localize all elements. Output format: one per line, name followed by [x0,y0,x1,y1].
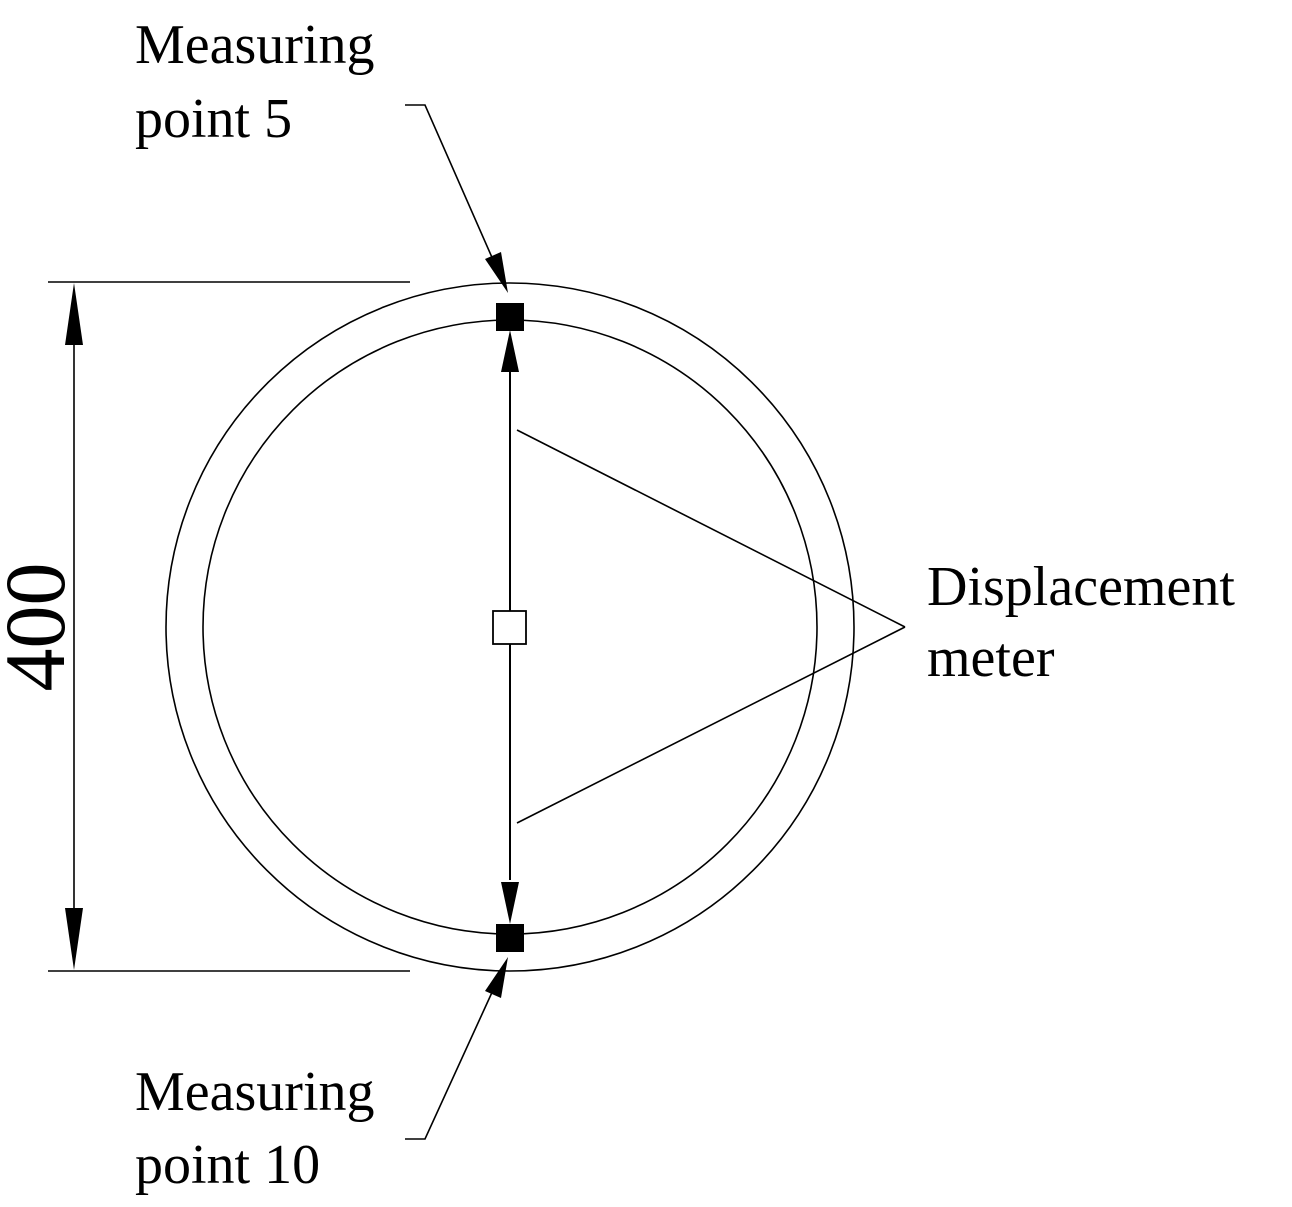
center-marker-icon [492,610,527,645]
displacement-leader-upper [516,429,906,628]
pipe-outer-wall [165,282,855,972]
displacement-arrow-top-icon [501,330,519,372]
measuring-point-5-line-1: Measuring [135,14,375,76]
measuring-point-10-leader [405,987,495,1140]
dimension-label: 400 [0,563,83,692]
displacement-meter-line-2: meter [927,627,1055,689]
displacement-leader-lower [516,626,906,824]
measuring-point-5-label: Measuring point 5 [135,14,389,150]
measuring-point-10-marker-icon [496,924,524,952]
displacement-meter-label: Displacement meter [927,556,1249,689]
measuring-point-5-leader [405,104,495,263]
measuring-point-5-line-2: point 5 [135,88,292,150]
dimension-arrow-bottom-icon [65,908,83,970]
measuring-point-10-line-1: Measuring [135,1061,375,1123]
measuring-point-10-arrow-icon [485,957,508,998]
measuring-point-10-line-2: point 10 [135,1134,320,1196]
dimension-arrow-top-icon [65,283,83,345]
measuring-point-5-marker-icon [496,303,524,331]
measuring-point-5-arrow-icon [485,252,508,293]
displacement-meter-line-1: Displacement [927,556,1235,618]
measuring-point-10-label: Measuring point 10 [135,1061,389,1196]
displacement-arrow-bottom-icon [501,882,519,924]
